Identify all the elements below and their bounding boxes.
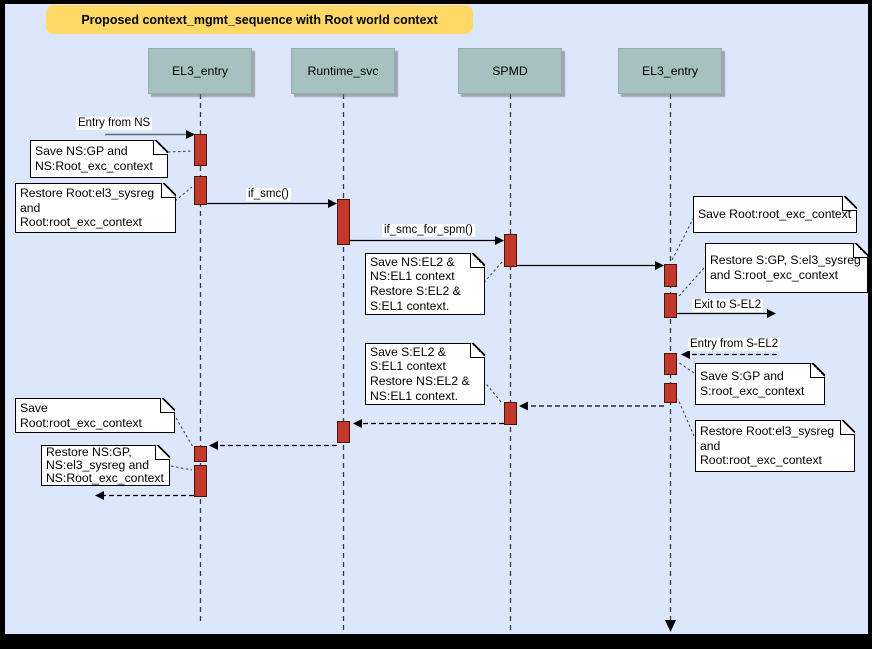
note-connector: [678, 267, 705, 297]
message-entry-from-ns: [105, 130, 195, 139]
note-fold-icon: [842, 196, 857, 211]
note-connector: [170, 465, 193, 471]
note-save-root-exc-right: Save Root:root_exc_context: [693, 196, 857, 233]
message-el3-to-spmd-return: [519, 401, 664, 411]
note-save-root-exc-left: Save Root:root_exc_context: [15, 398, 175, 433]
message-exit-to-ns-return: [95, 491, 194, 500]
note-restore-root-sysreg-top: Restore Root:el3_sysreg and Root:root_ex…: [15, 183, 176, 233]
activation-bar: [194, 176, 207, 205]
note-fold-icon: [840, 420, 855, 435]
activation-bar: [504, 234, 517, 267]
activation-bar: [337, 421, 350, 443]
note-text: Save NS:GP and NS:Root_exc_context: [35, 144, 153, 173]
note-connector: [167, 150, 193, 153]
activation-bar: [664, 353, 677, 375]
message-if-smc-for-spm: [350, 236, 504, 245]
activation-bar: [337, 199, 350, 245]
note-fold-icon: [160, 398, 175, 413]
activation-bar: [664, 264, 677, 287]
note-text: Restore Root:el3_sysreg and Root:root_ex…: [20, 186, 155, 230]
lifeline-head-el3-entry-left: EL3_entry: [148, 48, 252, 94]
activation-bar: [194, 465, 207, 497]
message-if-smc: [207, 199, 337, 208]
note-restore-s-gp: Restore S:GP, S:el3_sysreg and S:root_ex…: [705, 243, 868, 293]
note-fold-icon: [161, 183, 176, 198]
note-save-s-gp: Save S:GP and S:root_exc_context: [695, 363, 825, 405]
lifeline-head-el3-entry-right: EL3_entry: [618, 48, 722, 94]
message-entry-from-sel2: [681, 350, 777, 359]
message-spmd-to-el3: [517, 261, 664, 270]
note-fold-icon: [153, 140, 168, 155]
activation-bar: [194, 446, 207, 462]
lifeline-end-arrow-icon: [665, 620, 676, 632]
note-fold-icon: [155, 445, 170, 460]
lifeline-head-runtime-svc: Runtime_svc: [291, 48, 395, 94]
note-text: Save S:GP and S:root_exc_context: [700, 369, 805, 398]
note-text: Restore S:GP, S:el3_sysreg and S:root_ex…: [710, 253, 861, 282]
note-text: Save NS:EL2 & NS:EL1 context Restore S:E…: [370, 254, 461, 313]
note-save-ns-gp: Save NS:GP and NS:Root_exc_context: [30, 140, 168, 178]
note-fold-icon: [470, 343, 485, 358]
activation-bar: [664, 293, 677, 318]
activation-bar: [664, 383, 677, 403]
message-label-entry-from-sel2: Entry from S-EL2: [688, 338, 781, 351]
lifeline-head-spmd: SPMD: [458, 48, 562, 94]
note-save-s-el2: Save S:EL2 & S:EL1 context Restore NS:EL…: [365, 343, 485, 405]
note-fold-icon: [853, 243, 868, 258]
activation-bar: [194, 134, 207, 166]
note-restore-root-sysreg-right: Restore Root:el3_sysreg and Root:root_ex…: [695, 420, 855, 472]
note-restore-ns-gp: Restore NS:GP, NS:el3_sysreg and NS:Root…: [41, 445, 170, 486]
note-connector: [677, 361, 695, 374]
note-text: Restore NS:GP, NS:el3_sysreg and NS:Root…: [46, 445, 164, 485]
diagram-canvas: [5, 4, 868, 634]
note-connector: [175, 417, 194, 448]
message-label-entry-from-ns: Entry from NS: [76, 117, 153, 130]
activation-bar: [504, 402, 517, 425]
note-text: Save Root:root_exc_context: [20, 400, 142, 430]
note-save-ns-el2: Save NS:EL2 & NS:EL1 context Restore S:E…: [365, 253, 485, 315]
note-text: Save S:EL2 & S:EL1 context Restore NS:EL…: [370, 344, 470, 403]
message-exit-to-sel2: [677, 309, 776, 318]
message-label-if-smc-for-spm: if_smc_for_spm(): [382, 224, 475, 237]
note-connector: [677, 398, 695, 437]
message-runtime-to-el3-return: [209, 441, 337, 450]
note-text: Restore Root:el3_sysreg and Root:root_ex…: [700, 424, 835, 468]
note-connector: [174, 186, 193, 202]
diagram-title: Proposed context_mgmt_sequence with Root…: [46, 5, 473, 34]
note-connector: [670, 212, 697, 263]
note-text: Save Root:root_exc_context: [698, 207, 852, 222]
message-label-exit-to-sel2: Exit to S-EL2: [692, 299, 764, 312]
message-spmd-to-runtime-return: [353, 419, 504, 428]
message-label-if-smc: if_smc(): [246, 188, 291, 201]
note-fold-icon: [810, 363, 825, 378]
note-fold-icon: [470, 253, 485, 268]
